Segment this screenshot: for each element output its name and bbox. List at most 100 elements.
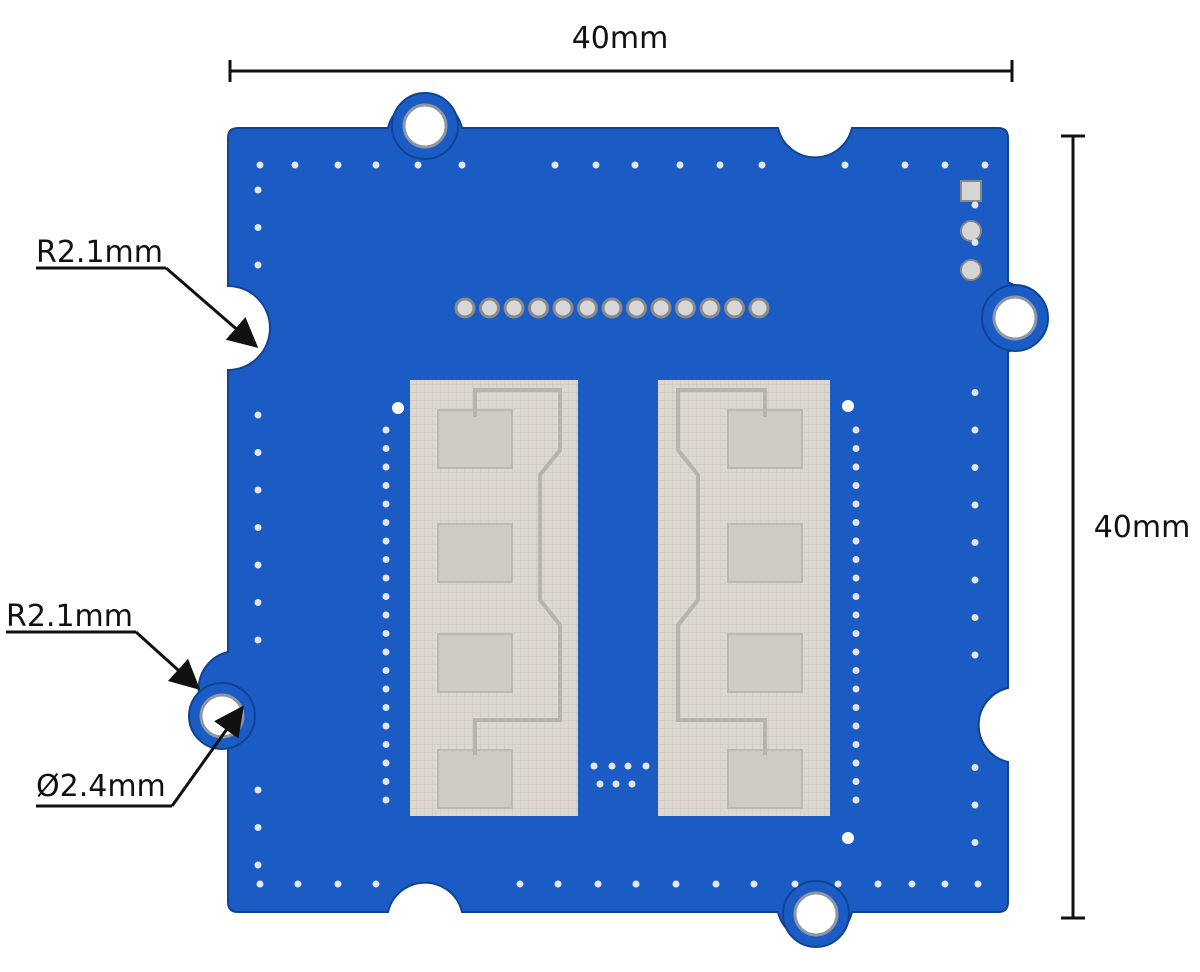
via (852, 519, 860, 526)
callout-top-left-radius: R2.1mm (36, 235, 259, 348)
via (852, 648, 860, 656)
via (841, 161, 849, 169)
via (414, 161, 422, 169)
via (852, 796, 860, 804)
via (971, 539, 979, 546)
via (254, 636, 262, 644)
via (874, 880, 882, 888)
via (372, 161, 380, 169)
via (791, 880, 799, 888)
via (971, 651, 979, 659)
via (256, 880, 264, 888)
via (382, 667, 390, 674)
mounting-hole-top (391, 92, 459, 160)
antenna-patch (437, 409, 513, 469)
radius-label-bottom: R2.1mm (6, 599, 133, 634)
via (971, 201, 979, 209)
via (852, 426, 860, 434)
via (631, 161, 639, 169)
via-array (254, 161, 989, 888)
via (971, 501, 979, 509)
header-pin (528, 297, 549, 319)
header-pin (699, 297, 721, 319)
via (834, 880, 842, 888)
antenna-patch (727, 633, 803, 693)
via (254, 186, 262, 194)
via (908, 880, 916, 888)
via (632, 880, 640, 888)
height-label: 40mm (1094, 510, 1191, 545)
via (628, 780, 636, 788)
via (971, 389, 979, 396)
via (382, 648, 390, 656)
via (712, 880, 720, 888)
via (852, 482, 860, 489)
via (852, 759, 860, 767)
mounting-hole-bottom (782, 880, 850, 948)
via (382, 796, 390, 804)
via (254, 224, 262, 231)
via (642, 762, 650, 770)
via (852, 704, 860, 711)
via (852, 630, 860, 637)
radius-label-top: R2.1mm (36, 235, 163, 270)
via (596, 780, 604, 788)
antenna-patch (437, 749, 513, 809)
via (334, 161, 342, 169)
via (516, 880, 524, 888)
via (382, 482, 390, 489)
via (382, 463, 390, 471)
mounting-hole-left (188, 682, 256, 750)
via (901, 161, 909, 169)
via (382, 593, 390, 600)
via (852, 556, 860, 563)
via (758, 161, 766, 169)
via (254, 411, 262, 419)
header-pin (577, 297, 598, 319)
via (594, 880, 602, 888)
via (382, 611, 390, 619)
height-dimension: 40mm (1061, 134, 1191, 920)
header-pin (650, 297, 672, 319)
header-pin (675, 297, 696, 319)
via (590, 762, 598, 770)
via (254, 449, 262, 456)
via (971, 764, 979, 771)
via (382, 778, 390, 785)
pcb-board (197, 97, 1033, 943)
via (254, 261, 262, 269)
via (592, 161, 600, 169)
board-outline (197, 97, 1033, 943)
via (382, 445, 390, 452)
via (676, 161, 684, 169)
via (372, 880, 380, 888)
via (254, 599, 262, 606)
header-pin (479, 297, 500, 319)
via (852, 500, 860, 508)
via (852, 445, 860, 452)
via-large (842, 400, 854, 412)
via (971, 614, 979, 621)
via (382, 722, 390, 730)
via (554, 880, 562, 888)
via (852, 667, 860, 674)
via (382, 685, 390, 693)
antenna-array-left (410, 380, 578, 816)
via (254, 824, 262, 831)
via (382, 630, 390, 637)
via (382, 741, 390, 748)
via (382, 537, 390, 545)
via-large (842, 832, 854, 844)
via (852, 741, 860, 748)
header-pin (748, 297, 770, 319)
header-pin (454, 297, 476, 319)
via (382, 704, 390, 711)
via (254, 561, 262, 569)
via (291, 161, 299, 169)
antenna-patch (727, 409, 803, 469)
header-pin (552, 297, 574, 319)
via (382, 519, 390, 526)
via (672, 880, 680, 888)
via (256, 161, 264, 169)
